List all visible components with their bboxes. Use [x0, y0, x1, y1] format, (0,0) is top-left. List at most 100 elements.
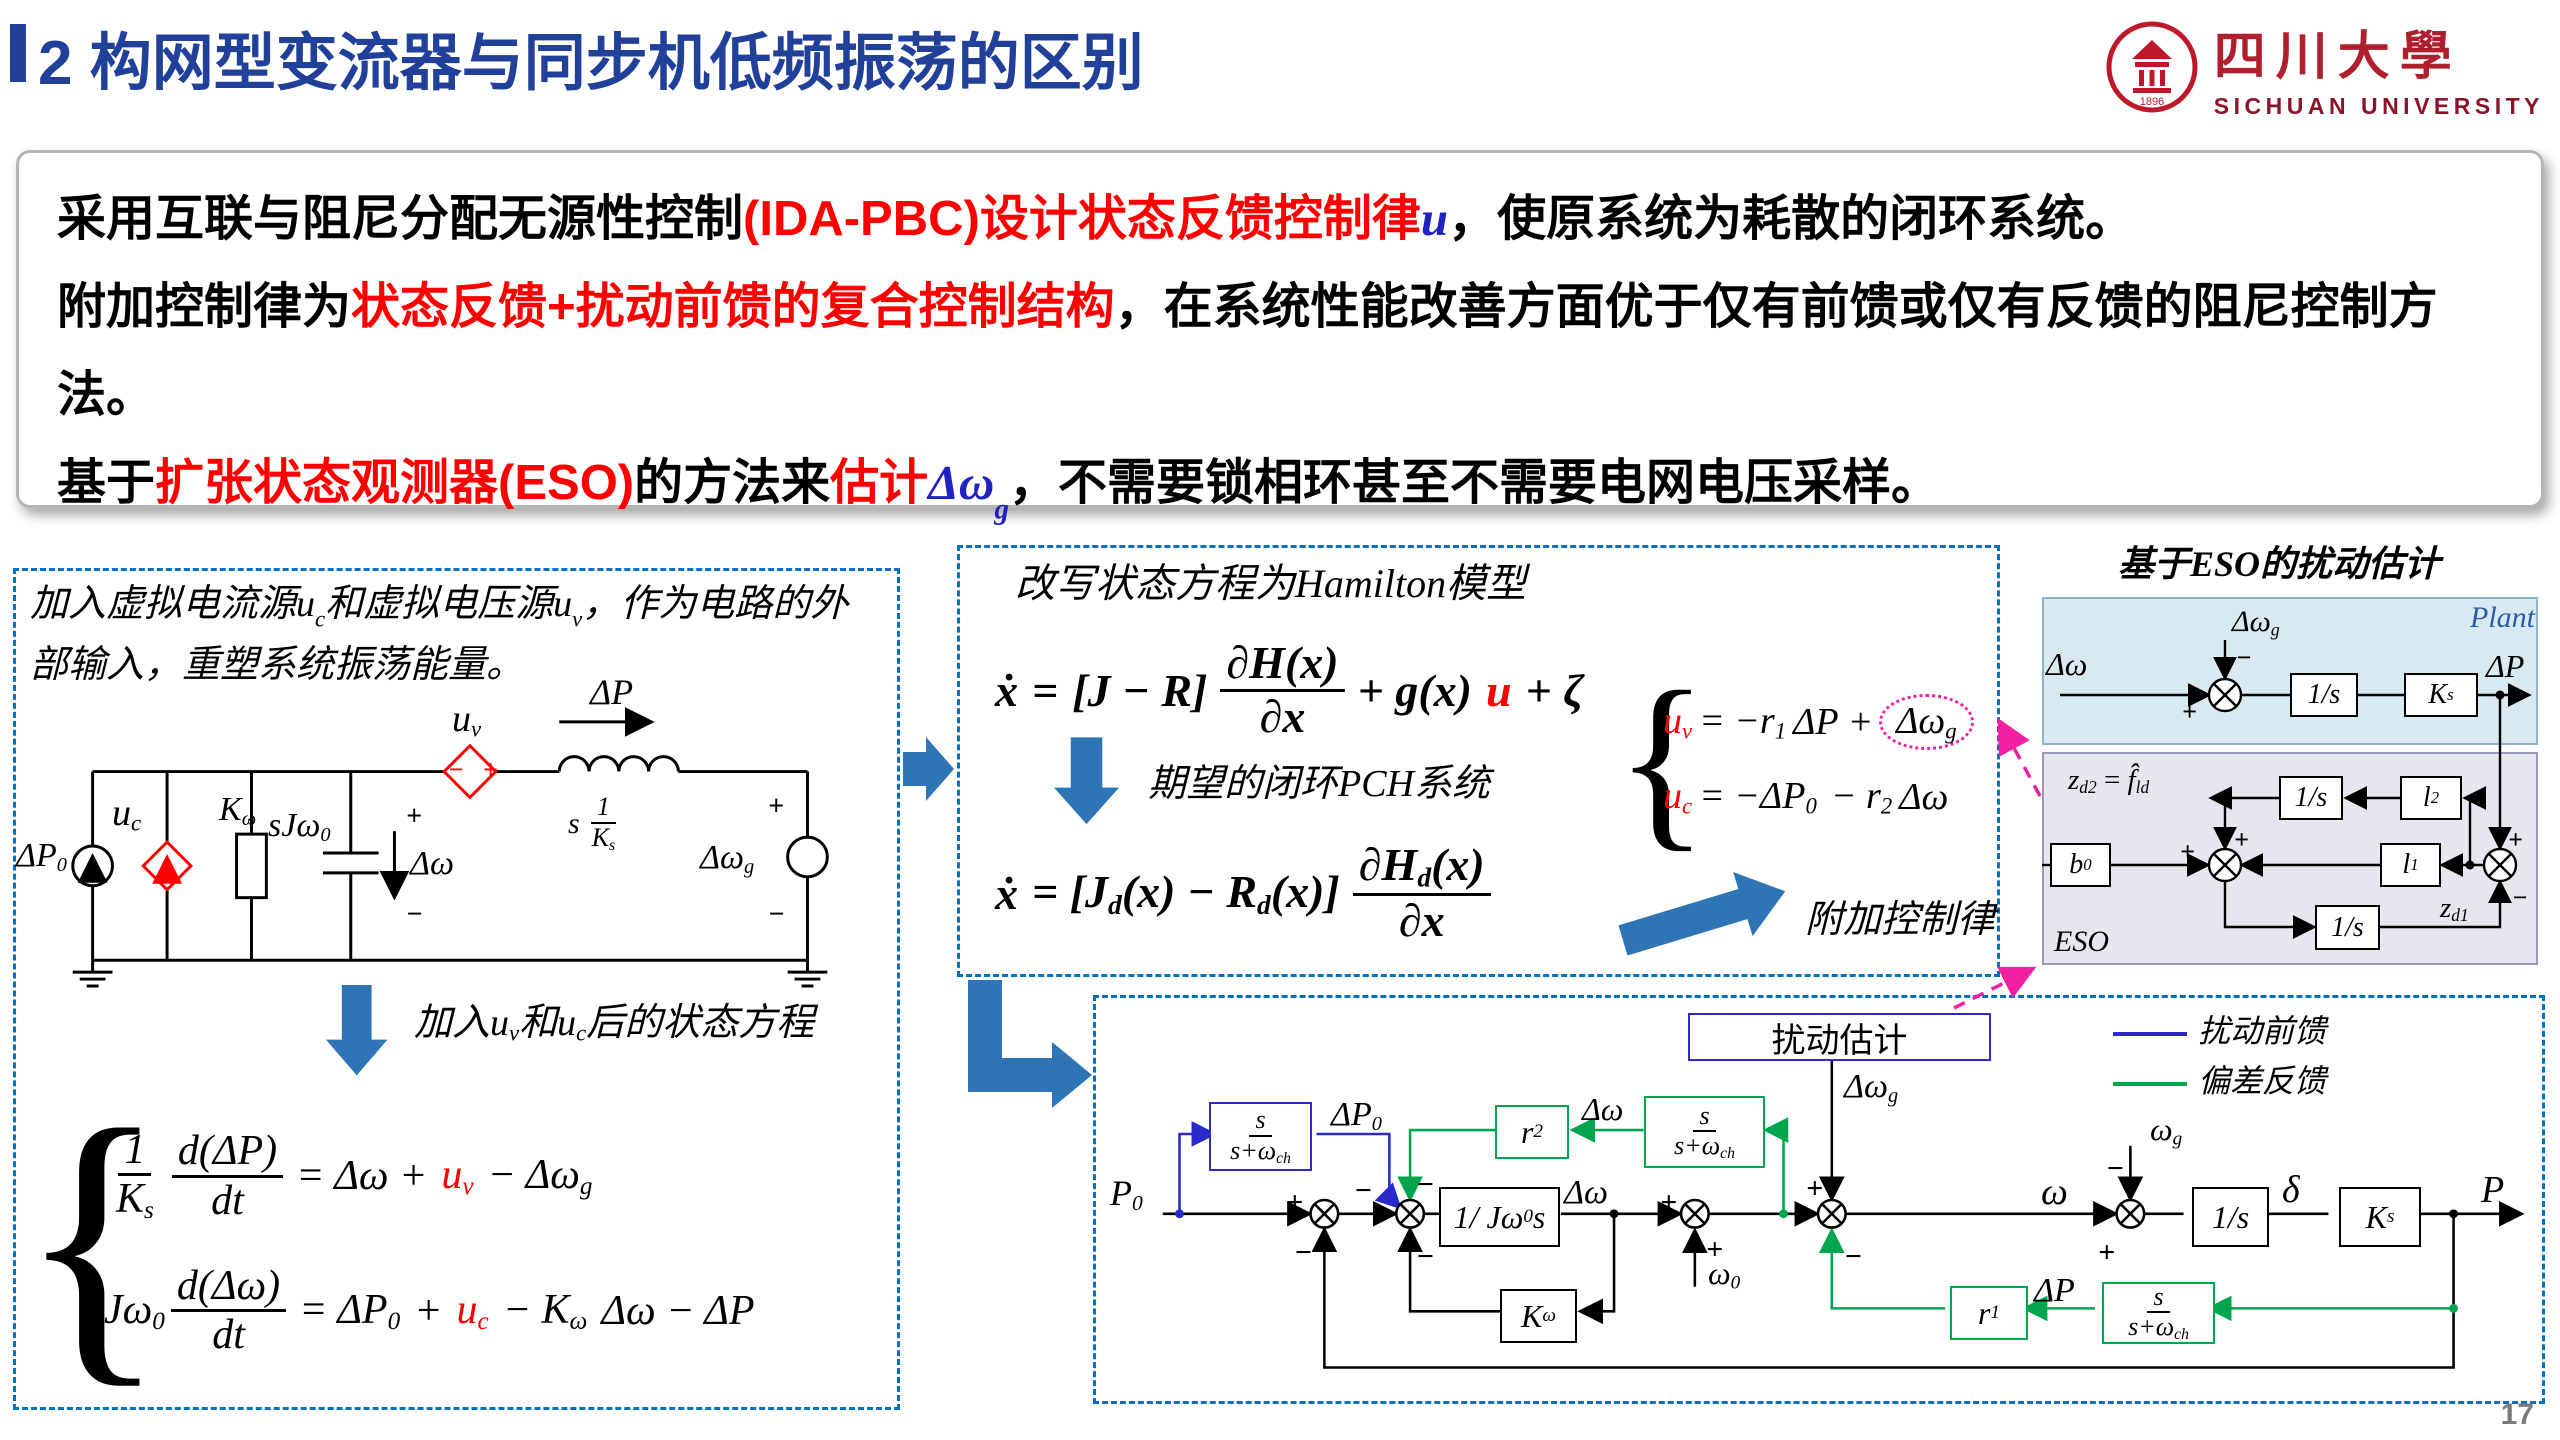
label-delta-omega-g: Δωg — [1844, 1068, 1899, 1107]
label-omega-g: ωg — [2150, 1111, 2183, 1150]
block-integrator-plant: 1/s — [2290, 673, 2358, 717]
label-uv: uv — [452, 698, 482, 742]
minus-sign: − — [448, 755, 464, 784]
eso-svg — [2042, 640, 2532, 939]
text-segment: ，在系统性能改善方面优于仅有前馈或仅有反馈的阻尼控制方法。 — [57, 280, 2438, 422]
text-segment-red: 设计状态反馈控制律 — [979, 192, 1421, 246]
fat-elbow-arrow-middle-to-bottom — [968, 980, 1092, 1108]
control-law-caption: 附加控制律 — [1805, 899, 1996, 941]
fat-down-arrow — [1053, 737, 1120, 825]
legend-feedback: 偏差反馈 — [2198, 1063, 2327, 1099]
minus-sign: − — [2236, 643, 2252, 672]
text-segment: ，不需要锁相环甚至不需要电网电压采样。 — [1009, 456, 1941, 510]
green-feedback-wires — [1397, 1117, 2454, 1322]
label-delta-omega-in: Δω — [2046, 646, 2088, 682]
text-segment-red: 扩张状态观测器(ESO) — [155, 456, 635, 510]
legend-feedforward: 扰动前馈 — [2198, 1013, 2327, 1049]
label-zd1: zd1 — [2440, 892, 2469, 926]
minus-sign: − — [1416, 1168, 1435, 1201]
university-seal-icon: 1896 — [2106, 21, 2198, 113]
minus-sign: − — [1354, 1174, 1373, 1207]
logo-text: 四川大學 SICHUAN UNIVERSITY — [2214, 14, 2544, 120]
plus-sign: + — [1706, 1233, 1724, 1266]
state-equation-2: Jω0 d(Δω)dt = ΔP0 + uc − Kω Δω − ΔP — [104, 1263, 755, 1359]
inductor-coil — [557, 755, 680, 772]
label-delta-p: ΔP — [2034, 1272, 2075, 1309]
minus-sign: − — [406, 899, 423, 930]
logo-english-name: SICHUAN UNIVERSITY — [2213, 93, 2544, 119]
label-delta-omega-filtered: Δω — [1582, 1091, 1624, 1127]
hamilton-equation-closed: ẋ = [Jd(x) − Rd(x)] ∂Hd(x)∂x — [988, 839, 1497, 947]
summary-line-3: 基于扩张状态观测器(ESO)的方法来估计Δωg，不需要锁相环甚至不需要电网电压采… — [57, 439, 2503, 553]
equation-brace: { — [18, 1067, 168, 1412]
black-wires — [1162, 1060, 2525, 1369]
plus-sign: + — [768, 791, 784, 822]
summary-line-2: 附加控制律为状态反馈+扰动前馈的复合控制结构，在系统性能改善方面优于仅有前馈或仅… — [57, 263, 2503, 439]
control-law-uv: uv = −r1 ΔP + Δωg — [1663, 694, 1974, 750]
summing-junctions — [1309, 1198, 2146, 1229]
fat-arrow-left-to-middle — [903, 737, 954, 801]
minus-sign: − — [2512, 883, 2528, 912]
text-segment: 附加控制律为 — [57, 280, 352, 334]
plus-sign: + — [2234, 825, 2249, 854]
circled-disturbance: Δωg — [1879, 694, 1974, 750]
label-uc: uc — [112, 792, 142, 836]
pch-caption: 期望的闭环PCH系统 — [1148, 763, 1491, 805]
title-accent-bar — [10, 24, 26, 82]
plus-sign: + — [483, 755, 498, 784]
hamilton-panel: 改写状态方程为Hamilton模型 ẋ=[J − R] ∂H(x)∂x + g(… — [957, 545, 2000, 977]
label-delta-omega-g: Δωg — [2232, 605, 2280, 640]
fat-down-arrow — [325, 985, 388, 1076]
label-p-out: P — [2481, 1169, 2505, 1211]
junction-dots — [1175, 1209, 2458, 1313]
control-law-brace: { — [1615, 652, 1709, 868]
label-delta-omega: Δω — [1564, 1174, 1608, 1211]
state-equation-caption: 加入uv和uc后的状态方程 — [414, 1002, 815, 1046]
label-delta-p0: ΔP0 — [1331, 1096, 1382, 1135]
circuit-caption: 加入虚拟电流源uc和虚拟电压源uv，作为电路的外部输入，重塑系统振荡能量。 — [30, 583, 849, 687]
legend-green-line — [2113, 1082, 2187, 1086]
label-delta-p: ΔP — [590, 672, 634, 712]
grid-source-circle — [786, 835, 829, 879]
minus-sign: − — [768, 899, 785, 930]
label-p0: P0 — [1110, 1173, 1143, 1216]
label-delta-p-out: ΔP — [2486, 648, 2525, 684]
block-integrator-eso2: 1/s — [2315, 905, 2380, 950]
plus-sign: + — [406, 801, 422, 832]
plus-sign: + — [2180, 837, 2195, 866]
hamilton-arrows-svg — [1053, 737, 1786, 956]
label-zd2: zd2 = f̂ld — [2068, 764, 2150, 798]
eso-panel: 基于ESO的扰动估计 — [2030, 544, 2545, 975]
summary-line-1: 采用互联与阻尼分配无源性控制(IDA-PBC)设计状态反馈控制律u，使原系统为耗… — [57, 175, 2503, 263]
plant-region — [2042, 597, 2538, 745]
math-u: u — [1420, 191, 1449, 246]
resistor-box — [235, 832, 268, 900]
legend-blue-line — [2113, 1032, 2187, 1036]
text-segment: 的方法来 — [634, 456, 831, 510]
hamilton-equation-open: ẋ=[J − R] ∂H(x)∂x + g(x)u+ ζ — [995, 637, 1584, 742]
circuit-svg — [71, 707, 829, 1076]
text-segment-red: 估计 — [830, 456, 929, 510]
seal-year: 1896 — [2140, 96, 2164, 108]
minus-sign: − — [1416, 1240, 1435, 1273]
summary-panel: 采用互联与阻尼分配无源性控制(IDA-PBC)设计状态反馈控制律u，使原系统为耗… — [16, 150, 2544, 525]
plus-sign: + — [1286, 1186, 1304, 1219]
minus-sign: − — [1844, 1240, 1863, 1273]
circuit-wires — [71, 707, 829, 988]
control-svg — [1162, 1060, 2525, 1369]
text-segment-red: (IDA-PBC) — [743, 192, 980, 246]
plant-label: Plant — [2470, 601, 2535, 634]
minus-sign: − — [2106, 1152, 2125, 1185]
